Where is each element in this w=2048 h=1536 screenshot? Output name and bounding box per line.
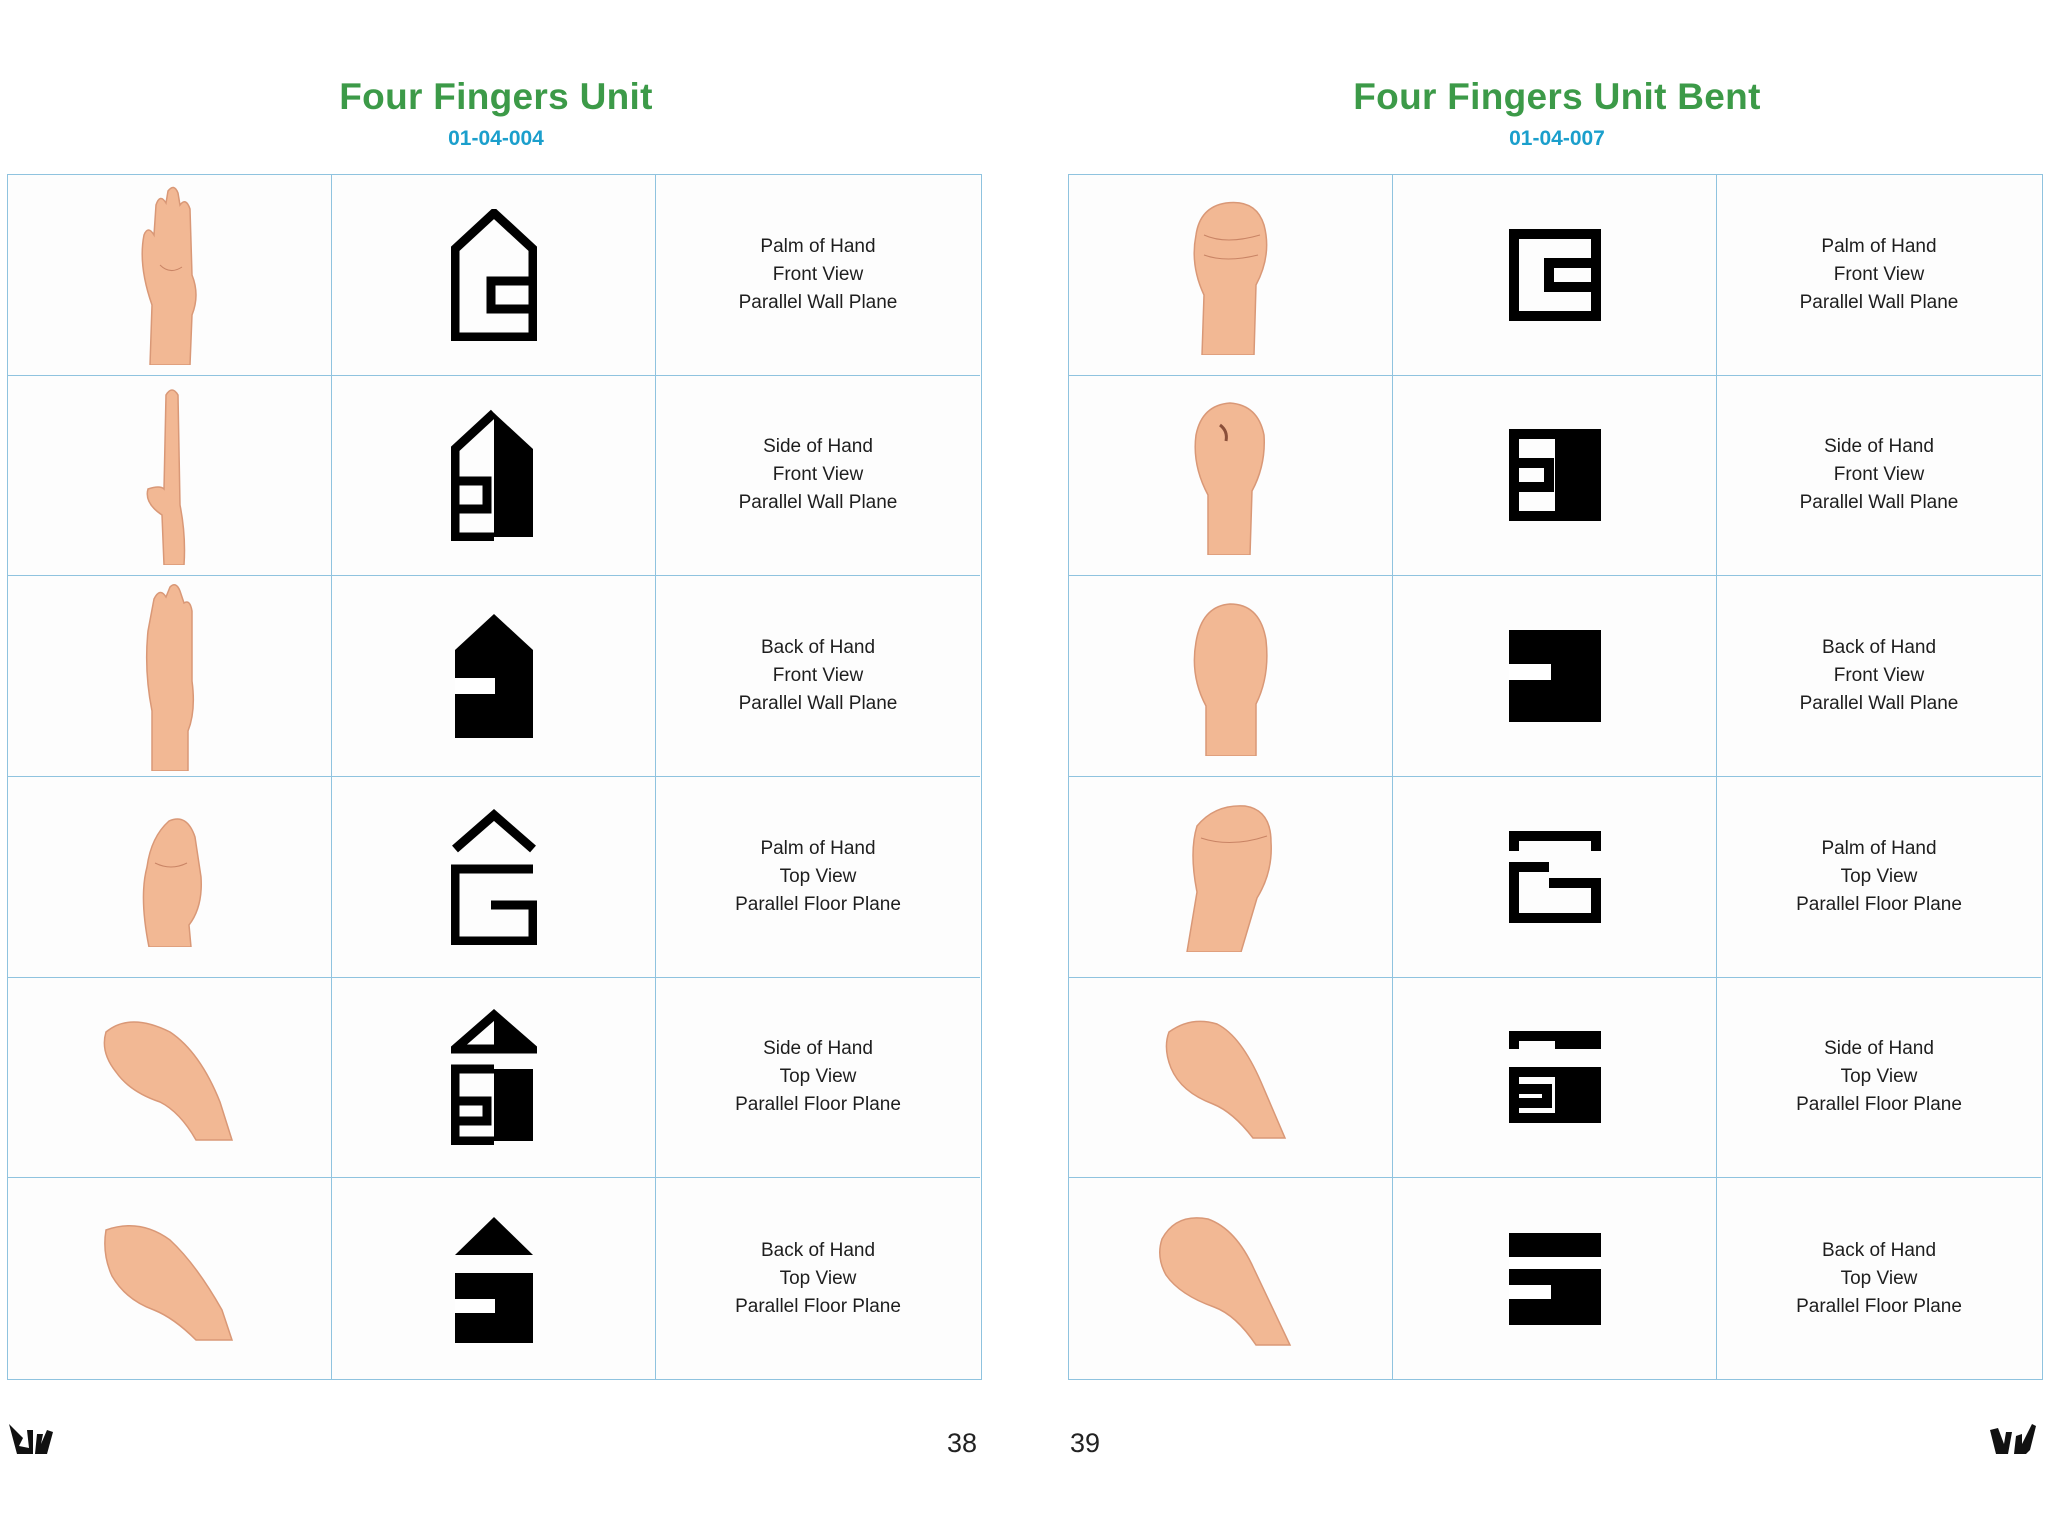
- bent-palm-front-symbol: [1393, 175, 1717, 376]
- page-number: 38: [947, 1428, 978, 1458]
- orientation-description: Palm of Hand Front View Parallel Wall Pl…: [1717, 175, 2041, 376]
- plane-label: Parallel Wall Plane: [1799, 492, 1959, 514]
- orientation-description: Palm of Hand Top View Parallel Floor Pla…: [1717, 777, 2041, 978]
- side-front-symbol: [332, 375, 656, 577]
- orientation-description: Side of Hand Top View Parallel Floor Pla…: [656, 977, 980, 1179]
- hand-symbol-table: Palm of Hand Front View Parallel Wall Pl…: [1068, 174, 2043, 1380]
- orientation-description: Back of Hand Front View Parallel Wall Pl…: [1717, 576, 2041, 777]
- palm-front-symbol: [332, 175, 656, 376]
- view-label: Front View: [1833, 464, 1925, 486]
- hand-side-label: Palm of Hand: [1821, 837, 1937, 859]
- hand-side-label: Back of Hand: [760, 1239, 876, 1261]
- page-title: Four Fingers Unit Bent: [1353, 76, 1761, 117]
- page-number: 39: [1070, 1428, 1101, 1458]
- bent-back-front-symbol: [1393, 576, 1717, 777]
- view-label: Front View: [772, 665, 864, 687]
- plane-label: Parallel Floor Plane: [735, 1295, 901, 1317]
- plane-label: Parallel Floor Plane: [1796, 1295, 1962, 1317]
- orientation-description: Back of Hand Top View Parallel Floor Pla…: [1717, 1178, 2041, 1379]
- page-title: Four Fingers Unit: [339, 76, 653, 117]
- hand-side-label: Side of Hand: [763, 1038, 873, 1060]
- hand-side-label: Back of Hand: [1821, 1239, 1937, 1261]
- symbol-code: 01-04-004: [448, 127, 544, 150]
- hand-photo-fist-back-front: [1069, 576, 1393, 777]
- side-top-symbol: [332, 977, 656, 1179]
- view-label: Top View: [779, 865, 857, 887]
- view-label: Top View: [779, 1066, 857, 1088]
- hand-side-label: Side of Hand: [1824, 1038, 1934, 1060]
- plane-label: Parallel Wall Plane: [738, 492, 898, 514]
- bent-back-top-symbol: [1393, 1178, 1717, 1379]
- view-label: Front View: [1833, 665, 1925, 687]
- view-label: Front View: [772, 464, 864, 486]
- orientation-description: Side of Hand Front View Parallel Wall Pl…: [1717, 375, 2041, 577]
- view-label: Front View: [772, 263, 864, 285]
- hand-side-label: Palm of Hand: [760, 235, 876, 257]
- symbol-code: 01-04-007: [1509, 127, 1605, 150]
- page-right: Four Fingers Unit Bent 01-04-007 Palm: [1068, 0, 2046, 1536]
- hand-side-label: Side of Hand: [763, 436, 873, 458]
- plane-label: Parallel Floor Plane: [1796, 893, 1962, 915]
- hand-photo-back-top: [8, 1178, 332, 1379]
- plane-label: Parallel Wall Plane: [1799, 693, 1959, 715]
- plane-label: Parallel Floor Plane: [735, 1094, 901, 1116]
- view-label: Top View: [1840, 1267, 1918, 1289]
- hand-symbol-table: Palm of Hand Front View Parallel Wall Pl…: [7, 174, 982, 1380]
- hand-photo-back-front: [8, 576, 332, 777]
- hand-photo-side-top: [8, 977, 332, 1179]
- orientation-description: Back of Hand Top View Parallel Floor Pla…: [656, 1178, 980, 1379]
- back-top-symbol: [332, 1178, 656, 1379]
- hand-photo-side-front: [8, 375, 332, 577]
- back-front-symbol: [332, 576, 656, 777]
- hand-photo-fist-side-top: [1069, 977, 1393, 1179]
- orientation-description: Palm of Hand Front View Parallel Wall Pl…: [656, 175, 980, 376]
- plane-label: Parallel Wall Plane: [738, 693, 898, 715]
- plane-label: Parallel Wall Plane: [1799, 291, 1959, 313]
- hand-side-label: Back of Hand: [1821, 637, 1937, 659]
- view-label: Top View: [1840, 865, 1918, 887]
- hand-photo-fist-back-top: [1069, 1178, 1393, 1379]
- hand-photo-fist-palm-front: [1069, 175, 1393, 376]
- hand-photo-fist-side-front: [1069, 375, 1393, 577]
- hand-side-label: Palm of Hand: [760, 837, 876, 859]
- bent-palm-top-symbol: [1393, 777, 1717, 978]
- hand-photo-palm-front: [8, 175, 332, 376]
- page-left: Four Fingers Unit 01-04-004 Palm of Hand: [7, 0, 985, 1536]
- signwriting-hands-logo-icon: [1988, 1420, 2038, 1460]
- signwriting-hands-logo-icon: [7, 1420, 57, 1460]
- palm-top-symbol: [332, 777, 656, 978]
- hand-side-label: Side of Hand: [1824, 436, 1934, 458]
- view-label: Top View: [779, 1267, 857, 1289]
- view-label: Front View: [1833, 263, 1925, 285]
- bent-side-front-symbol: [1393, 375, 1717, 577]
- hand-side-label: Palm of Hand: [1821, 235, 1937, 257]
- orientation-description: Back of Hand Front View Parallel Wall Pl…: [656, 576, 980, 777]
- view-label: Top View: [1840, 1066, 1918, 1088]
- hand-photo-fist-palm-top: [1069, 777, 1393, 978]
- hand-side-label: Back of Hand: [760, 637, 876, 659]
- plane-label: Parallel Wall Plane: [738, 291, 898, 313]
- orientation-description: Side of Hand Front View Parallel Wall Pl…: [656, 375, 980, 577]
- orientation-description: Side of Hand Top View Parallel Floor Pla…: [1717, 977, 2041, 1179]
- plane-label: Parallel Floor Plane: [735, 893, 901, 915]
- bent-side-top-symbol: [1393, 977, 1717, 1179]
- plane-label: Parallel Floor Plane: [1796, 1094, 1962, 1116]
- orientation-description: Palm of Hand Top View Parallel Floor Pla…: [656, 777, 980, 978]
- hand-photo-palm-top: [8, 777, 332, 978]
